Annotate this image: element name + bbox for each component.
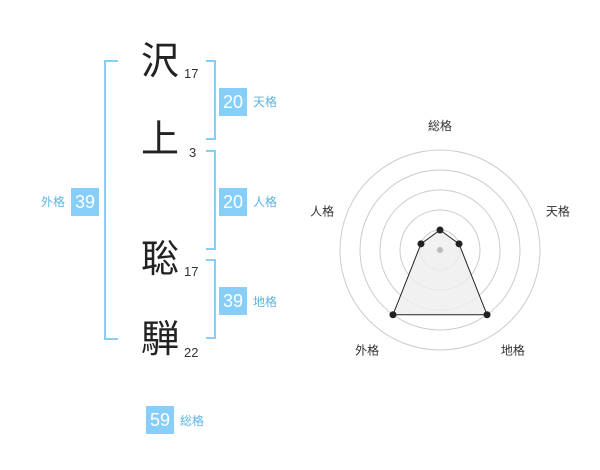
name-char-3: 聡 <box>141 237 180 281</box>
soukaku-label: 総格 <box>180 414 205 428</box>
radar-axis-label-4: 外格 <box>355 342 379 357</box>
chikaku-label: 地格 <box>253 295 278 309</box>
radar-ring <box>339 149 541 351</box>
radar-ring <box>359 169 521 331</box>
tenkaku-bracket <box>206 60 216 140</box>
radar-axis-label-5: 人格 <box>310 204 334 219</box>
name-char-4: 騨 <box>141 317 180 361</box>
tenkaku-value: 20 <box>219 88 247 116</box>
name-char-2-strokes: 3 <box>189 145 197 160</box>
name-char-1: 沢 <box>141 39 180 83</box>
chikaku-bracket <box>206 259 216 339</box>
radar-axis-label-1: 総格 <box>428 118 452 133</box>
jinkaku-bracket <box>206 150 216 250</box>
tenkaku-label: 天格 <box>253 95 278 109</box>
soukaku-value: 59 <box>146 406 174 434</box>
gaikaku-bracket <box>104 60 118 340</box>
radar-point-5 <box>417 240 425 248</box>
gaikaku-label: 外格 <box>41 195 66 209</box>
radar-point-4 <box>389 311 397 319</box>
name-char-4-strokes: 22 <box>184 345 199 360</box>
name-char-3-strokes: 17 <box>184 264 199 279</box>
jinkaku-value: 20 <box>219 188 247 216</box>
radar-center-dot <box>437 247 443 253</box>
radar-area <box>392 229 488 316</box>
radar-points <box>389 226 491 319</box>
radar-axis-label-3: 地格 <box>501 342 525 357</box>
name-char-1-strokes: 17 <box>184 66 199 81</box>
radar-point-1 <box>436 226 444 234</box>
name-char-2: 上 <box>141 117 180 161</box>
gaikaku-value: 39 <box>71 188 99 216</box>
radar-point-2 <box>455 240 463 248</box>
jinkaku-label: 人格 <box>253 195 278 209</box>
radar-point-3 <box>483 311 491 319</box>
chikaku-value: 39 <box>219 287 247 315</box>
radar-axis-label-2: 天格 <box>546 204 570 219</box>
